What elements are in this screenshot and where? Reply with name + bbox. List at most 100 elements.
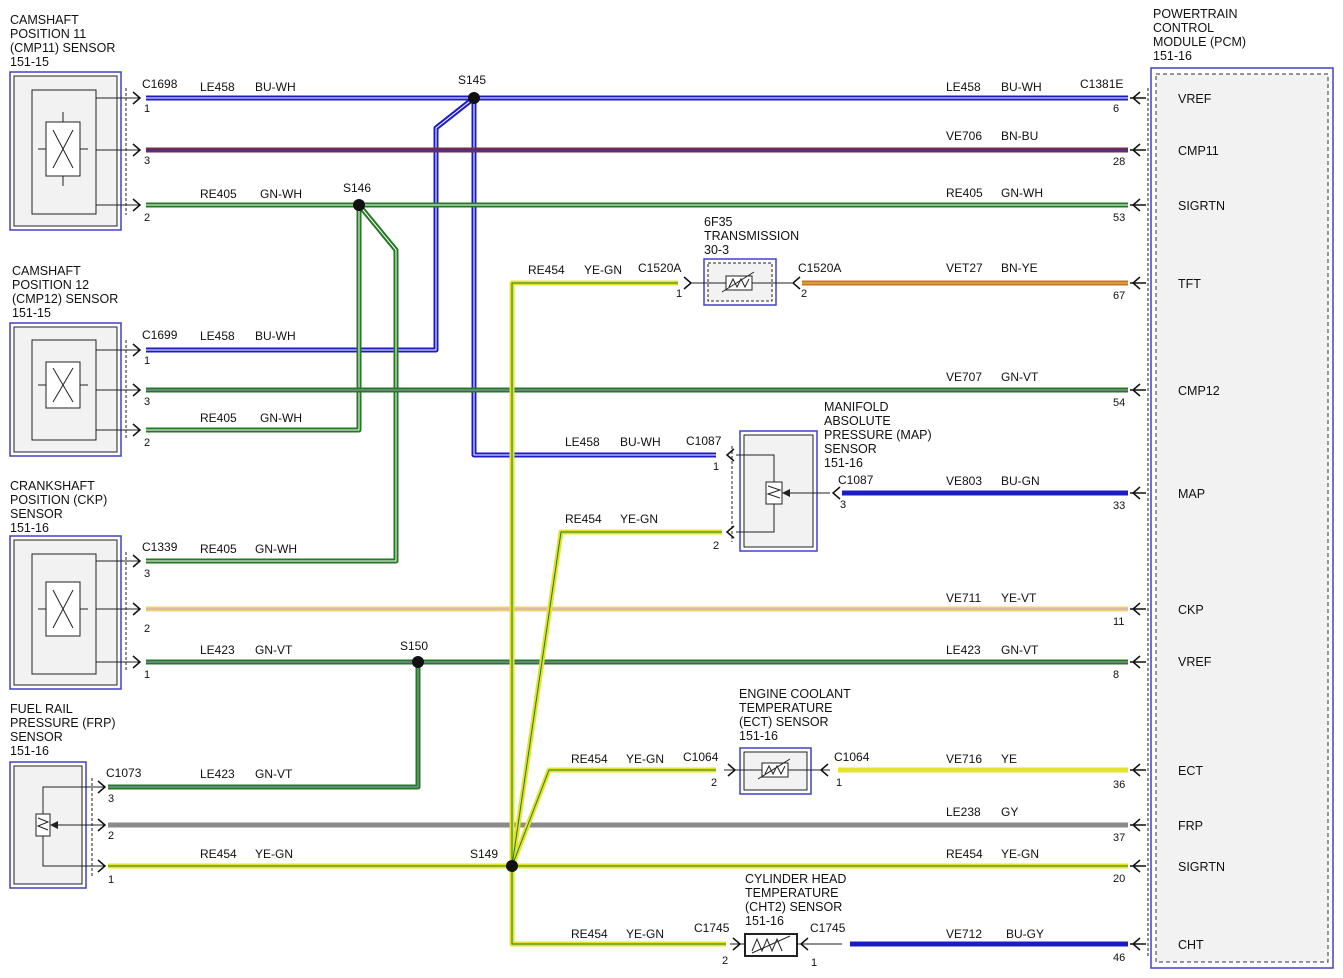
connector-c1745-in: C1745	[694, 921, 730, 935]
ect-sensor	[724, 747, 830, 795]
pin-number: 3	[144, 155, 150, 167]
wire-circuit: VE803	[946, 474, 982, 488]
wire-color: YE-GN	[626, 752, 664, 766]
pcm-signal-vref: VREF	[1178, 92, 1212, 106]
connector-c1520a-left: C1520A	[638, 261, 681, 275]
wire-circuit: VE712	[946, 927, 982, 941]
map-title-line: SENSOR	[824, 442, 877, 456]
pcm-signal-sigrtn: SIGRTN	[1178, 199, 1225, 213]
wire-color: BU-WH	[1001, 80, 1042, 94]
pcm-title-line: 151-16	[1153, 49, 1192, 63]
pin-number: 1	[144, 103, 150, 115]
pin-number: 1	[836, 777, 842, 789]
ect-title-line: (ECT) SENSOR	[739, 715, 829, 729]
pcm-pin-number: 11	[1113, 616, 1124, 628]
frp-title-line: PRESSURE (FRP)	[10, 716, 116, 730]
wire-circuit: VE711	[946, 591, 981, 605]
wire-color: BU-WH	[255, 80, 296, 94]
cht-title-line: TEMPERATURE	[745, 886, 839, 900]
cmp11-title-line: POSITION 11	[10, 27, 86, 41]
pin-number: 1	[676, 288, 682, 300]
wire-circuit: VE707	[946, 370, 982, 384]
pcm-signal-cmp11: CMP11	[1178, 144, 1219, 158]
frp-sensor	[9, 761, 104, 889]
wire-color: GY	[1001, 805, 1018, 819]
wire-s145-cmp12-bu-wh	[146, 96, 476, 353]
pin-number: 3	[144, 568, 150, 580]
wire-s146-ckp-gn-wh	[146, 203, 399, 564]
pcm-pins: VREF 6 CMP11 28 SIGRTN 53 TFT 67 CMP12 5…	[1080, 77, 1225, 964]
cmp12-title-line: (CMP12) SENSOR	[12, 292, 118, 306]
wire-color: YE-VT	[1001, 591, 1037, 605]
ect-title-line: ENGINE COOLANT	[739, 687, 851, 701]
pin-number: 1	[144, 669, 150, 681]
transmission-title-line: 30-3	[704, 243, 729, 257]
wire-color: GN-VT	[1001, 370, 1039, 384]
splice-label-s146: S146	[343, 181, 371, 195]
frp-title-line: 151-16	[10, 744, 49, 758]
pin-number: 2	[144, 437, 150, 449]
wire-color: YE	[1001, 752, 1017, 766]
connector-labels: C1698 C1699 C1339 C1073 C1520A C1520A C1…	[106, 77, 874, 935]
wire-color: YE-GN	[255, 847, 293, 861]
sensor-pin-numbers: 1 3 2 1 3 2 3 2 1 3 2 1 1 2 1 2 3 2 1 2 …	[108, 103, 846, 969]
pcm-pin-number: 53	[1113, 212, 1125, 224]
splice-label-s150: S150	[400, 639, 428, 653]
wire-color: GN-VT	[255, 767, 293, 781]
cmp12-title-line: 151-15	[12, 306, 51, 320]
splice-label-s149: S149	[470, 847, 498, 861]
pin-number: 1	[811, 957, 817, 969]
frp-title-line: SENSOR	[10, 730, 63, 744]
wire-color: YE-GN	[626, 927, 664, 941]
wire-circuit: RE405	[946, 186, 983, 200]
wire-circuit: RE454	[200, 847, 237, 861]
pcm-pin-number: 67	[1113, 290, 1125, 302]
wire-circuit: RE405	[200, 542, 237, 556]
pcm-pin-number: 20	[1113, 873, 1125, 885]
pcm-title-line: POWERTRAIN	[1153, 7, 1238, 21]
wire-color: BU-WH	[255, 329, 296, 343]
pin-number: 2	[711, 777, 717, 789]
connector-c1064-out: C1064	[834, 750, 870, 764]
wire-color: BU-GN	[1001, 474, 1040, 488]
wire-circuit: RE454	[946, 847, 983, 861]
ckp-title-line: CRANKSHAFT	[10, 479, 95, 493]
cht-sensor	[730, 933, 842, 957]
pin-number: 3	[840, 499, 846, 511]
pcm-signal-tft: TFT	[1178, 277, 1201, 291]
map-title-line: 151-16	[824, 456, 863, 470]
pin-number: 3	[144, 396, 150, 408]
splices: S145 S146 S150 S149	[343, 73, 518, 872]
cmp12-title-line: CAMSHAFT	[12, 264, 81, 278]
transmission-title-line: TRANSMISSION	[704, 229, 799, 243]
connector-c1087-out: C1087	[838, 473, 874, 487]
wire-circuit: LE458	[200, 80, 235, 94]
map-title: MANIFOLD ABSOLUTE PRESSURE (MAP) SENSOR …	[824, 400, 932, 470]
wire-color: GN-WH	[1001, 186, 1043, 200]
ckp-title-line: POSITION (CKP)	[10, 493, 107, 507]
connector-c1520a-right: C1520A	[798, 261, 841, 275]
transmission-title: 6F35 TRANSMISSION 30-3	[704, 215, 799, 257]
connector-c1339: C1339	[142, 540, 178, 554]
ect-title-line: TEMPERATURE	[739, 701, 833, 715]
pcm-title: POWERTRAIN CONTROL MODULE (PCM) 151-16	[1153, 7, 1246, 63]
wire-circuit: LE423	[946, 643, 981, 657]
pcm-signal-vref2: VREF	[1178, 655, 1212, 669]
wire-color: BU-WH	[620, 435, 661, 449]
wire-color: YE-GN	[620, 512, 658, 526]
pcm-signal-map: MAP	[1178, 487, 1205, 501]
wire-circuit: LE458	[946, 80, 981, 94]
sensor-terminals	[97, 91, 841, 951]
wire-circuit: RE454	[571, 927, 608, 941]
pcm-signal-ect: ECT	[1178, 764, 1203, 778]
wire-color: GN-VT	[1001, 643, 1039, 657]
connector-c1698: C1698	[142, 77, 178, 91]
pin-number: 1	[108, 874, 114, 886]
wire-circuit: LE458	[565, 435, 600, 449]
wire-s146-cmp12-gn-wh	[146, 205, 362, 433]
cmp11-title-line: CAMSHAFT	[10, 13, 79, 27]
transmission-tft-sensor	[690, 258, 792, 306]
splice-s146	[353, 199, 365, 211]
map-sensor	[731, 430, 830, 552]
